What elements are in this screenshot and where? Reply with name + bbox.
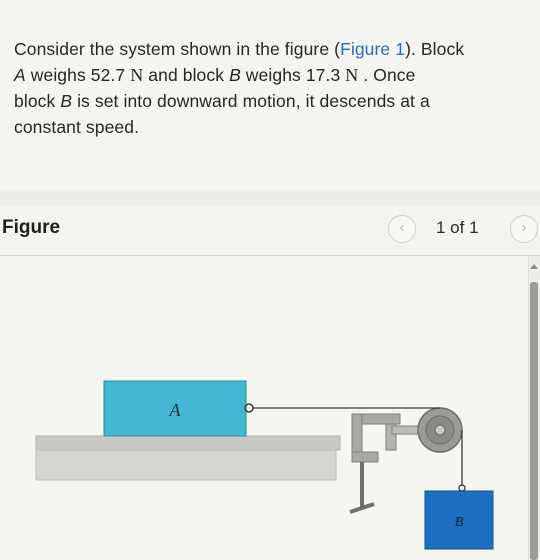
clamp-upright: [351, 413, 363, 455]
pulley-diagram: A B: [35, 380, 494, 550]
variable-b: B: [229, 65, 241, 85]
question-text-segment: weighs 52.7: [25, 65, 131, 85]
question-text-segment: is set into downward motion, it descends…: [72, 91, 430, 111]
question-text-segment: weighs 17.3: [240, 65, 346, 85]
figure-area: A B: [0, 256, 528, 560]
variable-a: A: [14, 65, 26, 85]
clamp-handle: [349, 502, 375, 514]
unit-newton: N: [130, 65, 144, 85]
variable-b: B: [60, 91, 73, 111]
question-text-segment: . Once: [358, 65, 416, 85]
unit-newton: N: [345, 65, 359, 85]
pulley-hub: [434, 424, 446, 436]
question-text-segment: and block: [143, 65, 230, 85]
figure-scrollbar-thumb[interactable]: [530, 282, 538, 560]
previous-figure-button[interactable]: ‹: [388, 215, 416, 243]
figure-link[interactable]: Figure 1: [340, 39, 406, 59]
block-b-label: B: [455, 515, 464, 530]
figure-page-indicator: 1 of 1: [436, 218, 479, 237]
question-text-segment: block: [14, 91, 61, 111]
figure-header: Figure ‹ 1 of 1 ›: [0, 205, 540, 256]
table-edge: [35, 449, 337, 481]
question-line-3: block B is set into downward motion, it …: [14, 88, 524, 114]
figure-title: Figure: [2, 217, 61, 238]
question-line-4: constant speed.: [14, 117, 140, 137]
question-text-segment: Consider the system shown in the figure …: [14, 39, 341, 59]
scroll-up-arrow-icon[interactable]: [530, 264, 538, 269]
table-top: [35, 435, 341, 451]
block-a: [103, 380, 247, 437]
clamp-jaw: [351, 451, 379, 463]
question-card: Consider the system shown in the figure …: [0, 0, 540, 190]
block-a-label: A: [169, 400, 182, 420]
question-line-2: A weighs 52.7 N and block B weighs 17.3 …: [14, 62, 524, 88]
next-figure-button[interactable]: ›: [510, 215, 538, 243]
pulley-support: [385, 423, 397, 451]
block-b: [424, 490, 494, 550]
question-text: Consider the system shown in the figure …: [14, 36, 524, 140]
question-text-segment: ). Block: [405, 39, 465, 59]
question-line-1: Consider the system shown in the figure …: [14, 36, 524, 62]
